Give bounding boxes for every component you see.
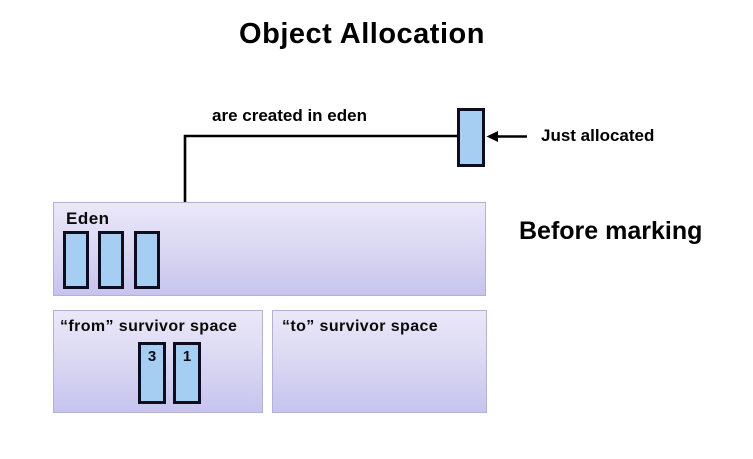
from-survivor-region-label: “from” survivor space	[60, 318, 238, 335]
eden-region: Eden	[53, 202, 486, 296]
just-allocated-arrowhead-icon	[486, 131, 498, 142]
eden-object	[98, 231, 124, 289]
just-allocated-label: Just allocated	[541, 126, 655, 145]
survivor-object: 3	[138, 342, 166, 404]
created-in-eden-label: are created in eden	[212, 106, 367, 125]
just-allocated-object	[457, 108, 485, 167]
to-survivor-region: “to” survivor space	[272, 310, 487, 413]
eden-object	[63, 231, 89, 289]
page-title: Object Allocation	[239, 18, 485, 50]
eden-region-label: Eden	[66, 209, 110, 228]
to-survivor-region-label: “to” survivor space	[282, 318, 439, 335]
eden-object	[134, 231, 160, 289]
before-marking-label: Before marking	[519, 217, 703, 245]
survivor-object: 1	[173, 342, 201, 404]
from-survivor-region: “from” survivor space 3 1	[53, 310, 263, 413]
